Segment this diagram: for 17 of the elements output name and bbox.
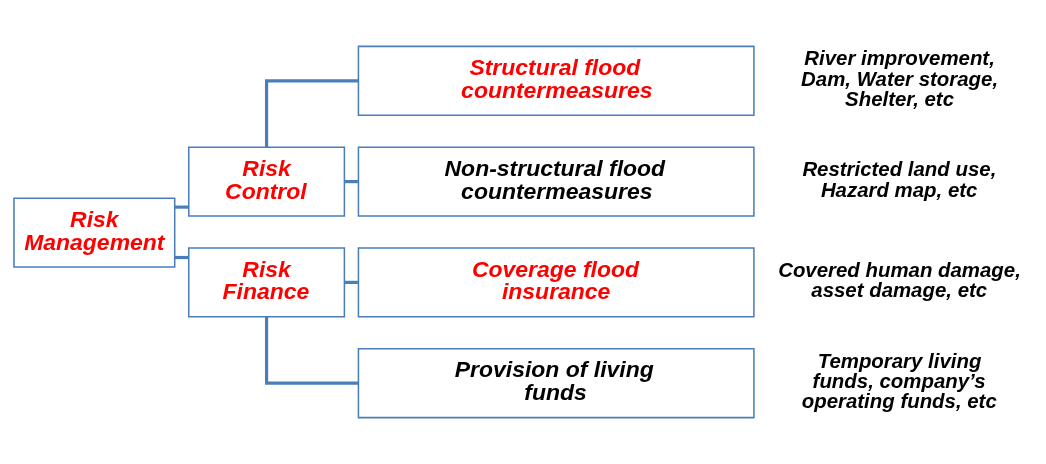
node-label: River improvement, Dam, Water storage, Shelter, etc bbox=[801, 47, 999, 111]
node-label: Covered human damage, asset damage, etc bbox=[778, 259, 1021, 302]
connector bbox=[344, 280, 358, 284]
node-label: Temporary living funds, company’s operating funds, etc bbox=[801, 349, 997, 413]
node-box: Non-structural flood countermeasures bbox=[357, 146, 755, 217]
connector bbox=[174, 205, 189, 209]
node-box: Provision of living funds bbox=[357, 347, 755, 419]
connector bbox=[344, 180, 358, 184]
node-box: Risk Control bbox=[188, 146, 346, 217]
node-box: Risk Finance bbox=[188, 247, 346, 318]
connector bbox=[264, 79, 359, 147]
connector bbox=[264, 317, 359, 385]
connector bbox=[174, 255, 189, 260]
node-box: Coverage flood insurance bbox=[357, 247, 755, 318]
node-box: Risk Management bbox=[13, 197, 176, 268]
node-label: Restricted land use, Hazard map, etc bbox=[802, 158, 997, 201]
node-box: Structural flood countermeasures bbox=[357, 45, 755, 117]
